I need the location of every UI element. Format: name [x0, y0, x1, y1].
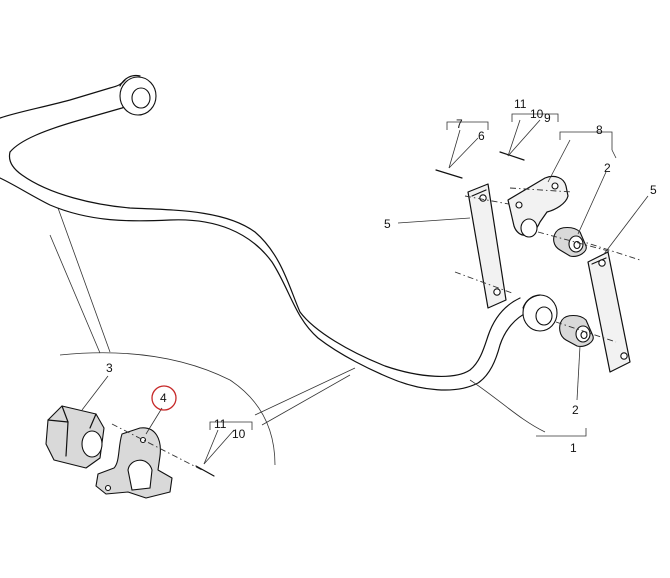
bushing-upper	[537, 226, 613, 257]
callout-11-lower: 11	[214, 417, 227, 431]
bushing-clamp	[95, 423, 203, 499]
fasteners	[195, 151, 525, 477]
bushing-lower	[555, 314, 617, 347]
callout-9: 9	[544, 111, 551, 125]
link-plate-left	[454, 183, 515, 309]
callout-labels: 1 2 2 3 4 5 5 6 7 8 9 10 11 10 11	[106, 97, 657, 455]
detail-view-circle	[49, 207, 356, 466]
callout-11-upper: 11	[514, 97, 527, 111]
callout-3: 3	[106, 361, 113, 375]
callout-8: 8	[596, 123, 603, 137]
leader-lines	[81, 113, 649, 465]
callout-10-lower: 10	[232, 427, 246, 441]
mounting-bracket	[507, 175, 573, 238]
callout-10-upper: 10	[530, 107, 544, 121]
stabilizer-bar	[0, 74, 558, 433]
callout-2-lower: 2	[572, 403, 579, 417]
rubber-bushing	[45, 405, 105, 469]
link-plate-right	[577, 239, 641, 373]
highlight-circle	[151, 385, 177, 411]
callout-6: 6	[478, 129, 485, 143]
callout-7: 7	[456, 117, 463, 131]
callout-5-left: 5	[384, 217, 391, 231]
callout-5-right: 5	[650, 183, 657, 197]
callout-1: 1	[570, 441, 577, 455]
callout-4: 4	[160, 391, 167, 405]
callout-2-upper: 2	[604, 161, 611, 175]
